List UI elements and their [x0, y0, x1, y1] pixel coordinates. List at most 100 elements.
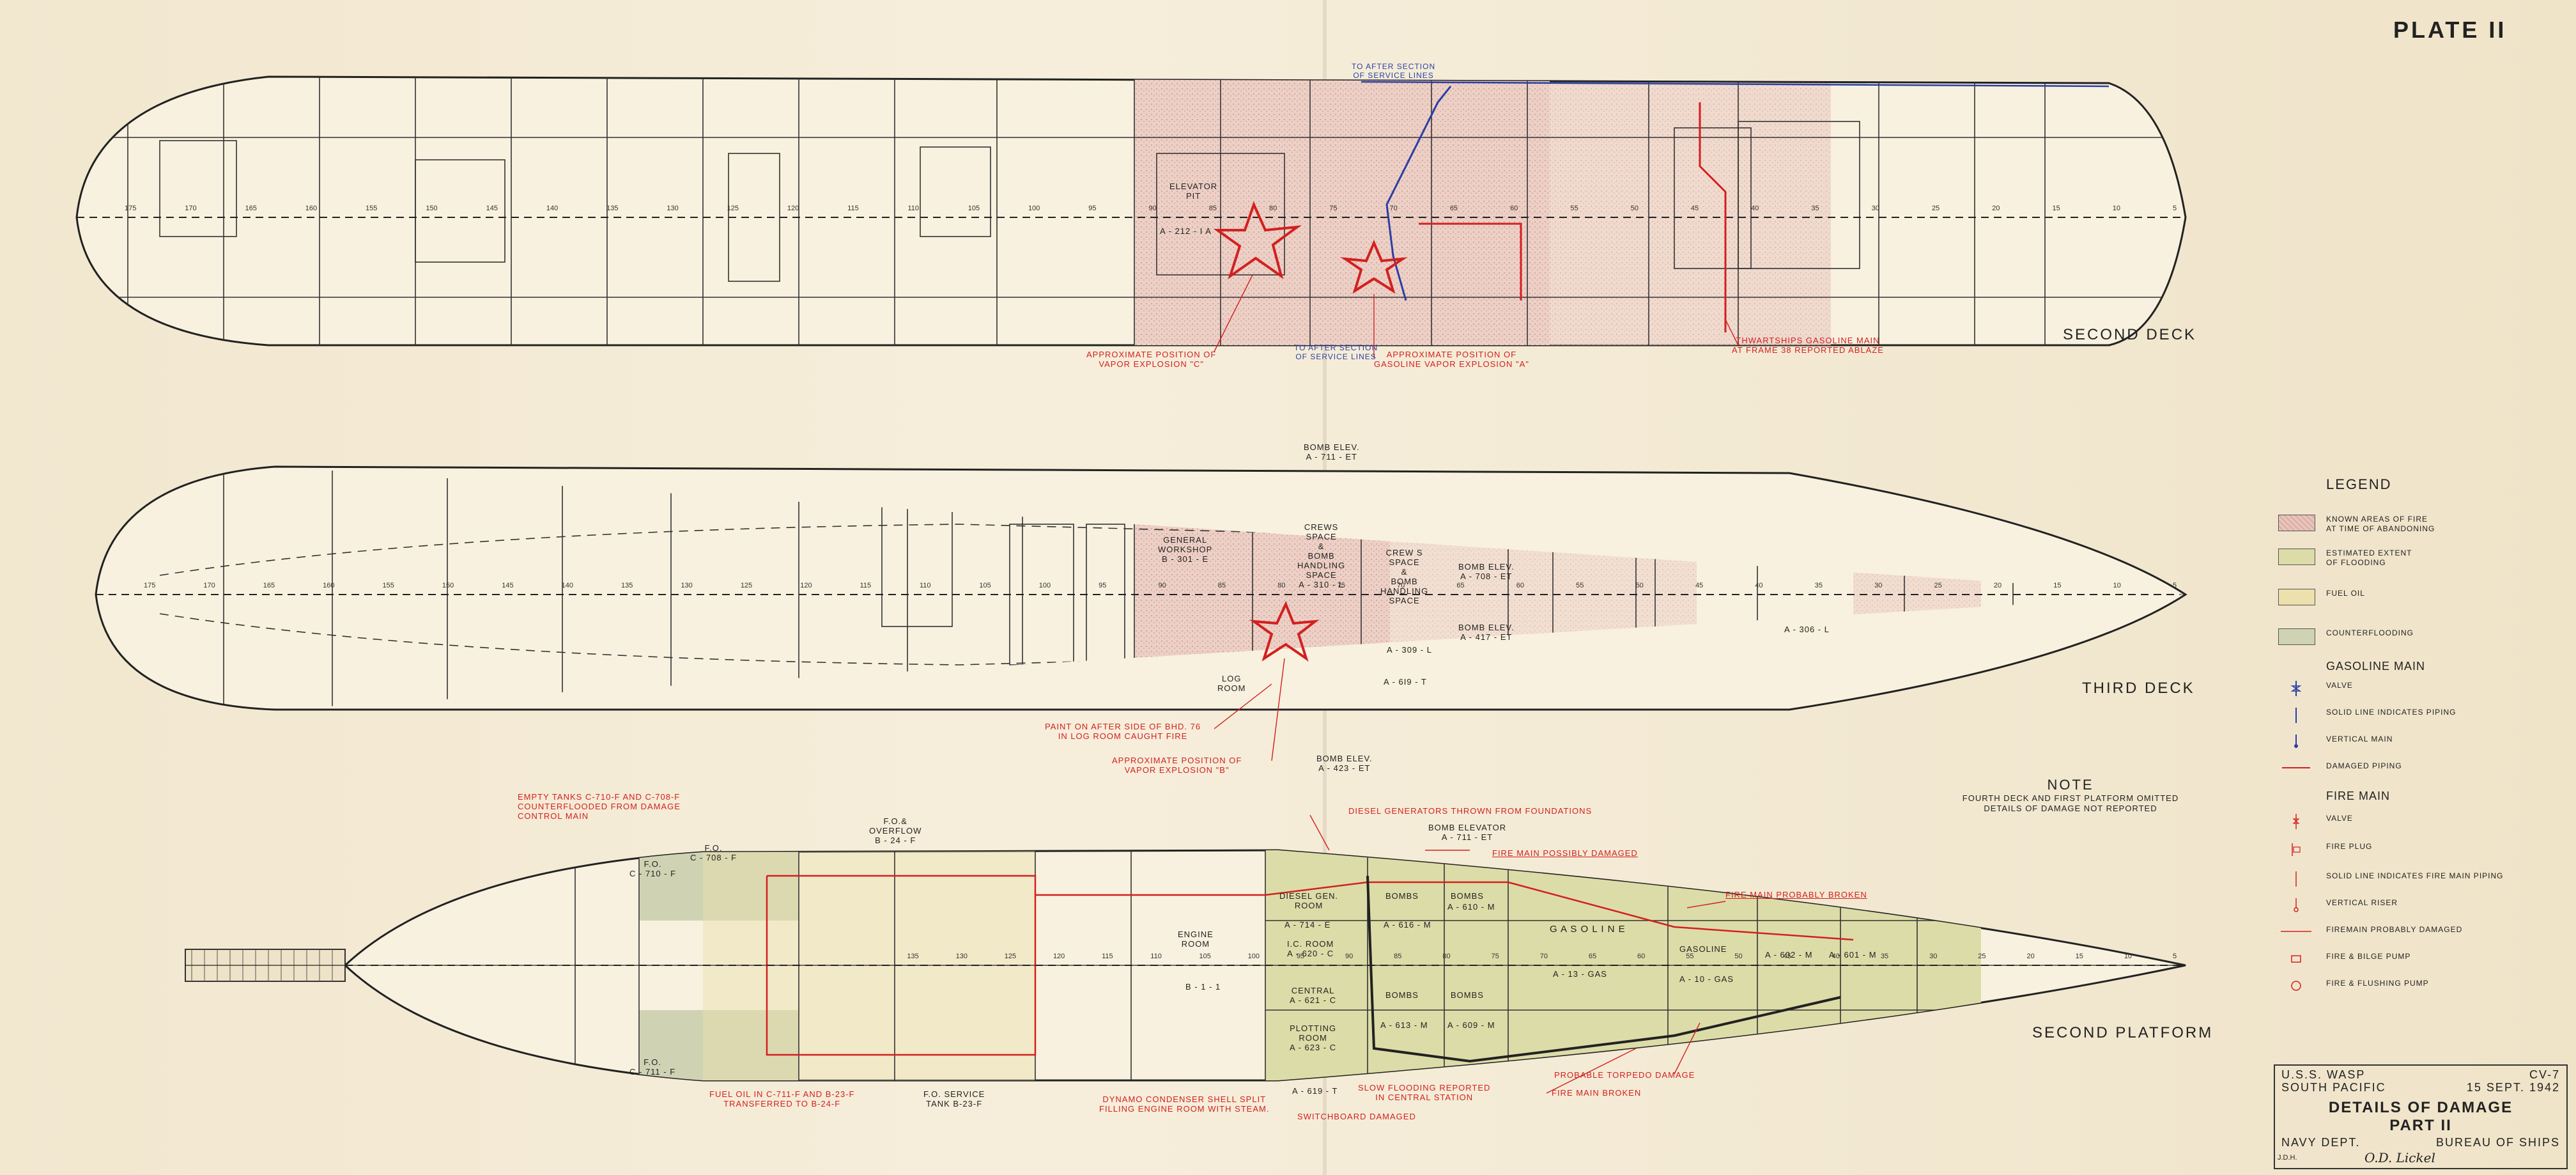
- frame-number: 55: [1686, 953, 1694, 960]
- label-general-workshop: GENERAL WORKSHOP B - 301 - E: [1158, 535, 1213, 564]
- drafter-initials: J.D.H.: [2278, 1154, 2297, 1162]
- label-gasoline-10: GASOLINE: [1679, 944, 1727, 954]
- label-to-after-top: TO AFTER SECTION OF SERVICE LINES: [1352, 62, 1436, 80]
- frame-number: 10: [2112, 205, 2120, 212]
- frame-number: 25: [1978, 953, 1986, 960]
- legend-label-fire-main-piping: SOLID LINE INDICATES FIRE MAIN PIPING: [2326, 871, 2504, 880]
- frame-number: 40: [1832, 953, 1840, 960]
- legend-fire-valve: VALVE: [2275, 814, 2556, 833]
- frame-number: 125: [1004, 953, 1017, 960]
- frame-number: 50: [1635, 582, 1644, 589]
- label-fire-main-probably: FIRE MAIN PROBABLY BROKEN: [1725, 890, 1867, 899]
- frame-number: 90: [1148, 205, 1157, 212]
- frame-number: 30: [1874, 582, 1883, 589]
- label-probable-torpedo: PROBABLE TORPEDO DAMAGE: [1554, 1070, 1695, 1080]
- frame-number: 65: [1456, 582, 1465, 589]
- ship-name: U.S.S. WASP: [2281, 1068, 2366, 1081]
- label-fo-overflow: F.O.& OVERFLOW B - 24 - F: [869, 816, 922, 845]
- frame-number: 120: [1053, 953, 1065, 960]
- frame-number: 50: [1734, 953, 1743, 960]
- note-block: NOTE FOURTH DECK AND FIRST PLATFORM OMIT…: [1949, 777, 2192, 814]
- frame-number: 60: [1510, 205, 1518, 212]
- hull-number: CV-7: [2529, 1068, 2560, 1081]
- frame-number: 45: [1695, 582, 1704, 589]
- firemain-damaged-icon: [2281, 931, 2311, 932]
- frame-number: 105: [1199, 953, 1211, 960]
- frame-number: 105: [979, 582, 991, 589]
- frame-number: 130: [955, 953, 968, 960]
- legend-flushing-pump: FIRE & FLUSHING PUMP: [2275, 979, 2556, 998]
- legend-gas-piping: SOLID LINE INDICATES PIPING: [2275, 708, 2556, 727]
- legend-label-gas-piping: SOLID LINE INDICATES PIPING: [2326, 708, 2456, 717]
- fuel-oil-swatch-icon: [2278, 589, 2315, 605]
- label-a13-gas: A - 13 - GAS: [1553, 969, 1607, 979]
- frame-number: 40: [1755, 582, 1763, 589]
- legend-label-gas-valve: VALVE: [2326, 681, 2353, 690]
- label-elevator-pit: ELEVATOR PIT: [1169, 182, 1218, 201]
- title-block: U.S.S. WASP CV-7 SOUTH PACIFIC 15 SEPT. …: [2274, 1064, 2568, 1169]
- frame-number: 80: [1442, 953, 1451, 960]
- label-bombs-4: BOMBS: [1451, 990, 1484, 1000]
- label-b11: B - 1 - 1: [1185, 982, 1221, 992]
- label-bomb-elevator: BOMB ELEVATOR A - 711 - ET: [1428, 823, 1507, 842]
- frame-number: 5: [2173, 205, 2177, 212]
- frame-number: 85: [1208, 205, 1217, 212]
- label-a714: A - 714 - E: [1284, 920, 1331, 930]
- label-diesel-thrown: DIESEL GENERATORS THROWN FROM FOUNDATION…: [1348, 806, 1593, 816]
- label-bombs-2: BOMBS: [1451, 891, 1484, 901]
- label-crews-space-310: CREWS SPACE & BOMB HANDLING SPACE A - 31…: [1297, 522, 1346, 589]
- deck-title-third-deck: THIRD DECK: [2082, 680, 2195, 697]
- legend-label-fuel-oil: FUEL OIL: [2326, 589, 2365, 598]
- frame-number: 175: [144, 582, 156, 589]
- frame-number: 170: [185, 205, 197, 212]
- frame-number: 85: [1394, 953, 1402, 960]
- label-gasoline-13: G A S O L I N E: [1550, 924, 1626, 935]
- legend-fire-main-title: FIRE MAIN: [2326, 790, 2391, 802]
- third-deck-plan: [95, 465, 2187, 711]
- fire-plug-icon: [2292, 843, 2301, 856]
- legend-label-flooding: ESTIMATED EXTENT OF FLOODING: [2326, 549, 2412, 567]
- deck-title-second-deck: SECOND DECK: [2063, 326, 2197, 343]
- frame-number: 20: [1993, 582, 2002, 589]
- deck-title-second-platform: SECOND PLATFORM: [2032, 1024, 2214, 1041]
- label-a601: A - 601 - M: [1829, 950, 1877, 960]
- bilge-pump-icon: [2291, 955, 2301, 963]
- legend-label-firemain-damaged: FIREMAIN PROBABLY DAMAGED: [2326, 925, 2463, 934]
- frame-number: 10: [2124, 953, 2133, 960]
- frame-number: 95: [1099, 582, 1107, 589]
- frame-number: 15: [2053, 582, 2062, 589]
- fire-main-line-icon: [2295, 871, 2297, 887]
- label-plotting-room: PLOTTING ROOM A - 623 - C: [1290, 1023, 1337, 1052]
- frame-number: 145: [502, 582, 514, 589]
- frame-number: 110: [919, 582, 931, 589]
- frame-number: 125: [740, 582, 753, 589]
- legend-label-counterflooding: COUNTERFLOODING: [2326, 628, 2414, 637]
- frame-number: 75: [1491, 953, 1499, 960]
- frame-number: 50: [1630, 205, 1639, 212]
- label-a602: A - 602 - M: [1765, 950, 1813, 960]
- frame-number: 5: [2173, 953, 2177, 960]
- legend-item-fire: KNOWN AREAS OF FIRE AT TIME OF ABANDONIN…: [2275, 515, 2556, 534]
- label-engine-room: ENGINE ROOM: [1178, 930, 1214, 949]
- note-title: NOTE: [2047, 777, 2094, 793]
- frame-number: 110: [1150, 953, 1162, 960]
- legend-gasoline-title: GASOLINE MAIN: [2326, 660, 2426, 673]
- frame-number: 130: [681, 582, 693, 589]
- label-central: CENTRAL A - 621 - C: [1290, 986, 1337, 1005]
- legend-vertical-riser: VERTICAL RISER: [2275, 898, 2556, 917]
- plate-title: PLATE II: [2393, 17, 2507, 43]
- label-fo-service-tank: F.O. SERVICE TANK B-23-F: [923, 1089, 985, 1109]
- frame-number: 30: [1871, 205, 1879, 212]
- label-bombs-1: BOMBS: [1385, 891, 1419, 901]
- label-bomb-elev-711: BOMB ELEV. A - 711 - ET: [1304, 442, 1360, 462]
- frame-number: 80: [1277, 582, 1286, 589]
- frame-number: 165: [263, 582, 275, 589]
- damaged-piping-icon: [2282, 767, 2310, 768]
- label-a609: A - 609 - M: [1447, 1020, 1495, 1030]
- frame-number: 55: [1576, 582, 1584, 589]
- frame-number: 90: [1158, 582, 1166, 589]
- frame-number: 25: [1931, 205, 1940, 212]
- frame-number: 105: [968, 205, 980, 212]
- gas-valve-icon: [2290, 681, 2302, 696]
- legend: LEGEND KNOWN AREAS OF FIRE AT TIME OF AB…: [2275, 476, 2556, 991]
